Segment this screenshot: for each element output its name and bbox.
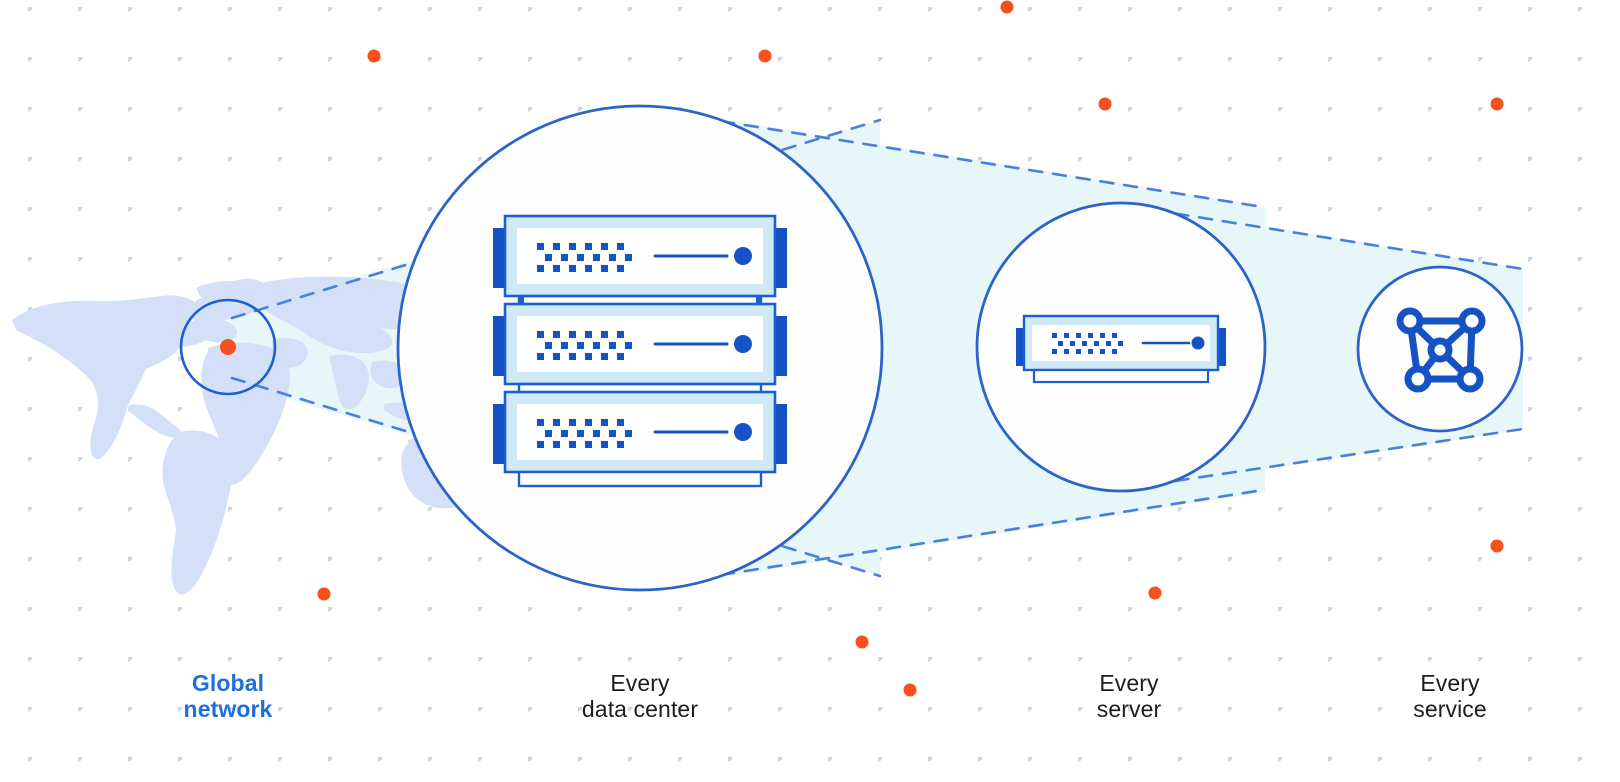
orange-dot [317, 587, 331, 601]
server-unit-3-led-grid [537, 419, 632, 448]
single-server-status-dot [1191, 336, 1205, 350]
server-unit-3-status-dot [734, 423, 752, 441]
orange-dot [1148, 586, 1162, 600]
single-server-base-bar [1032, 368, 1210, 384]
orange-dot [855, 635, 869, 649]
globe-highlight-circle [179, 298, 277, 396]
orange-dot [1490, 97, 1504, 111]
orange-dot [1490, 539, 1504, 553]
cone-line-server-service-bottom [1126, 427, 1525, 490]
orange-dot [1000, 0, 1014, 14]
cone-line-dc-server-bottom [648, 488, 1265, 588]
server-unit-1 [493, 214, 787, 298]
orange-dot [758, 49, 772, 63]
network-node-bottom-right [1456, 365, 1484, 393]
single-server-led-grid [1052, 333, 1123, 354]
network-node-top-left [1396, 307, 1424, 335]
single-server-icon [1016, 314, 1226, 384]
network-node-top-right [1458, 307, 1486, 335]
network-node-center [1427, 337, 1453, 363]
network-graph-icon [1396, 307, 1486, 393]
rack-base-bar [517, 470, 763, 488]
server-unit-1-status-dot [734, 247, 752, 265]
server-unit-3 [493, 390, 787, 474]
server-unit-1-led-grid [537, 243, 632, 272]
orange-dot [1098, 97, 1112, 111]
network-node-bottom-left [1404, 365, 1432, 393]
server-unit-2 [493, 302, 787, 386]
orange-dot [903, 683, 917, 697]
cone-line-dc-server-top [648, 108, 1265, 209]
server-unit-2-status-dot [734, 335, 752, 353]
world-map-icon [12, 276, 521, 595]
globe-location-marker [220, 339, 236, 355]
cone-line-server-service-top [1126, 204, 1525, 271]
orange-accent-dots [317, 0, 1504, 697]
orange-dot [367, 49, 381, 63]
server-rack-icon [493, 214, 787, 488]
server-unit-2-led-grid [537, 331, 632, 360]
